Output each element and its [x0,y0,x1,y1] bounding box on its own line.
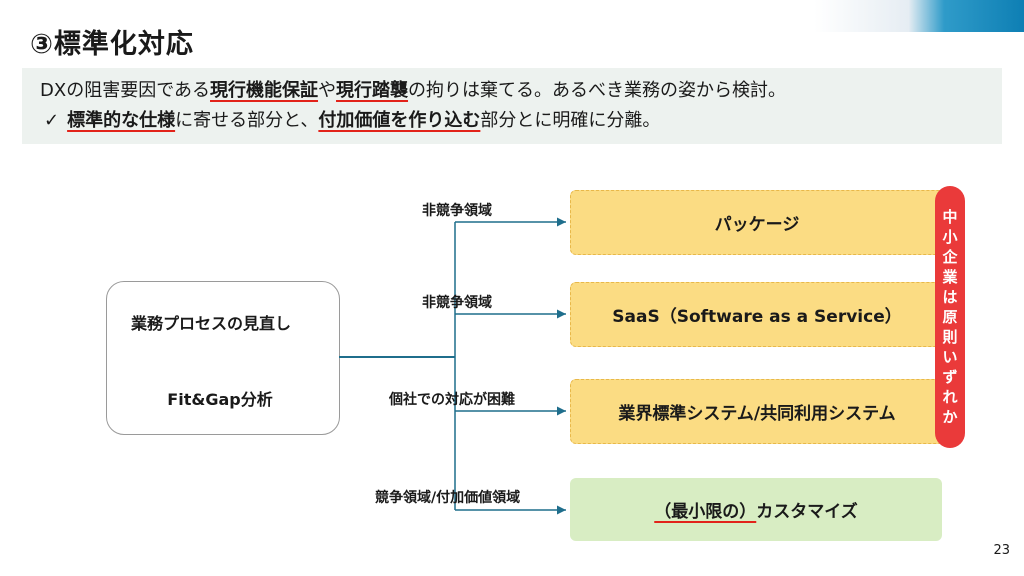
branch-label-saas: 非競争領域 [422,295,492,311]
customize-minimal-label: （最小限の） [654,502,757,522]
process-review-label: 業務プロセスの見直し [130,314,291,333]
sme-note-char: 企 [942,248,958,266]
sme-note-char: は [942,288,958,306]
summary-line-1-c: や [318,80,337,101]
summary-line-1: DXの阻害要因である現行機能保証や現行踏襲の拘りは棄てる。あるべき業務の姿から検… [40,76,786,102]
summary-line-2-b: に寄せる部分と、 [175,110,319,131]
sme-note-char: い [942,348,958,366]
summary-line-1-a: DXの阻害要因である [40,80,211,101]
sme-note-char: 小 [942,228,958,246]
sme-note-pill: 中 小 企 業 は 原 則 い ず れ か [935,186,965,448]
industry-standard-box: 業界標準システム/共同利用システム [570,379,944,444]
summary-line-2-d: 部分とに明確に分離。 [480,110,661,131]
customize-label: カスタマイズ [756,502,858,522]
package-box: パッケージ [570,190,944,255]
summary-emphasis-added-value: 付加価値を作り込む [318,110,481,131]
sme-note-char: 中 [942,208,958,226]
summary-line-2: ✓ 標準的な仕様に寄せる部分と、付加価値を作り込む部分とに明確に分離。 [44,106,660,132]
page-number: 23 [993,543,1010,558]
saas-box: SaaS（Software as a Service） [570,282,944,347]
summary-panel: DXの阻害要因である現行機能保証や現行踏襲の拘りは棄てる。あるべき業務の姿から検… [22,68,1002,144]
fit-gap-label: Fit&Gap分析 [167,390,273,409]
branch-label-package: 非競争領域 [422,203,492,219]
sme-note-char: れ [942,388,958,406]
sme-note-char: 則 [942,328,958,346]
sme-note-char: 原 [942,308,958,326]
page-title: ③標準化対応 [30,29,194,60]
summary-emphasis-standard-spec: 標準的な仕様 [67,110,176,131]
branch-label-custom: 競争領域/付加価値領域 [375,490,521,506]
sme-note-char: 業 [942,268,958,286]
customize-box: （最小限の）カスタマイズ [570,478,942,541]
top-accent-bar [814,0,1024,32]
check-icon: ✓ [44,110,60,131]
summary-emphasis-current-practice: 現行踏襲 [336,80,409,101]
branch-label-industry: 個社での対応が困難 [389,392,515,408]
sme-note-char: ず [942,368,958,386]
summary-line-1-e: の拘りは棄てる。あるべき業務の姿から検討。 [408,80,787,101]
sme-note-char: か [942,408,958,426]
process-review-box: 業務プロセスの見直し Fit&Gap分析 [106,281,340,435]
summary-emphasis-current-function: 現行機能保証 [210,80,319,101]
